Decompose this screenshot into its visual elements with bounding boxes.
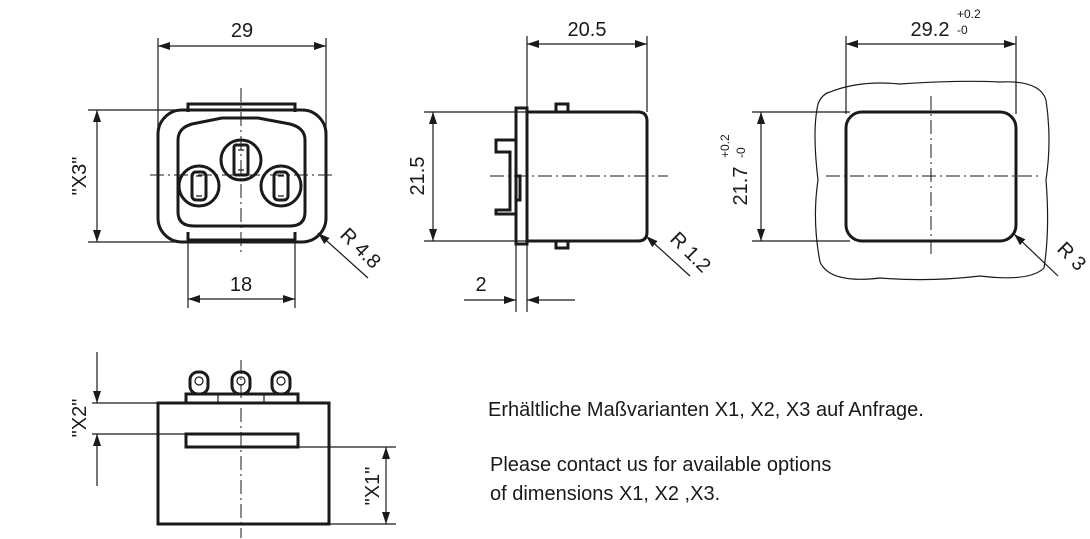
notes: Erhältliche Maßvarianten X1, X2, X3 auf … [488,399,924,505]
side-pin-offset-label: 2 [475,274,486,296]
front-height-label: "X3" [69,157,91,196]
cutout-view: 29.2 +0.2 -0 21.7 +0.2 -0 R 3 [718,7,1090,281]
note-english-line2: of dimensions X1, X2 ,X3. [490,483,720,505]
bottom-view: "X2" "X1" [69,352,396,538]
cutout-width-tol-plus: +0.2 [957,7,981,21]
cutout-height-label: 21.7 [730,167,752,206]
cutout-height-tol-minus: -0 [734,147,748,158]
cutout-height-tol-plus: +0.2 [718,134,732,158]
front-view: 29 "X3" 18 R 4.8 [69,20,385,308]
side-depth-label: 20.5 [568,19,607,41]
bottom-x1-label: "X1" [362,467,384,506]
bottom-x2-label: "X2" [69,399,91,438]
side-view: 20.5 21.5 2 R 1.2 [407,19,715,312]
note-english-line1: Please contact us for available options [490,454,831,476]
side-radius-label: R 1.2 [665,228,714,277]
cutout-width-label: 29.2 [911,19,950,41]
cutout-radius-label: R 3 [1052,238,1090,276]
front-pin-spacing-label: 18 [230,274,252,296]
cutout-width-tol-minus: -0 [957,23,968,37]
note-german: Erhältliche Maßvarianten X1, X2, X3 auf … [488,399,924,421]
front-radius-label: R 4.8 [335,224,384,273]
side-height-label: 21.5 [407,157,429,196]
front-width-label: 29 [231,20,253,42]
